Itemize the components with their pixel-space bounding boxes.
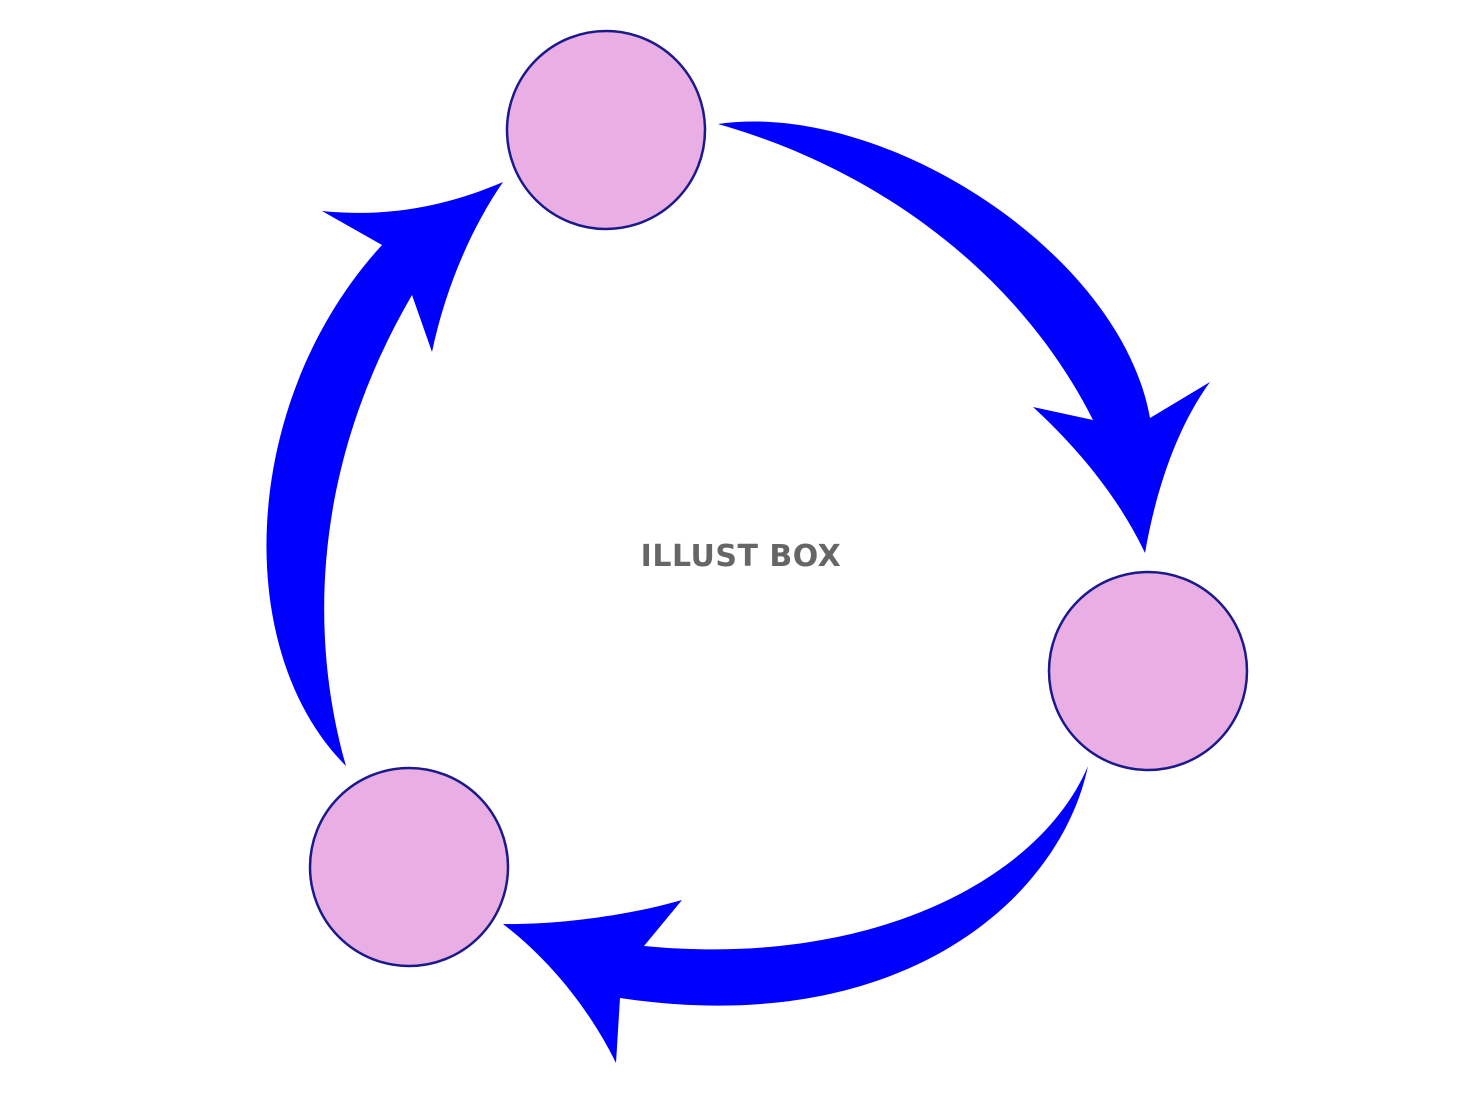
arrow-right-to-bottom-left [503,766,1088,1063]
arrow-bottom-left-to-top [266,182,503,766]
arrow-top-to-right [718,121,1210,554]
node-right [1047,570,1249,772]
watermark-text: ILLUST BOX [641,539,842,574]
node-top [505,29,707,231]
node-bottom-left [308,766,510,968]
